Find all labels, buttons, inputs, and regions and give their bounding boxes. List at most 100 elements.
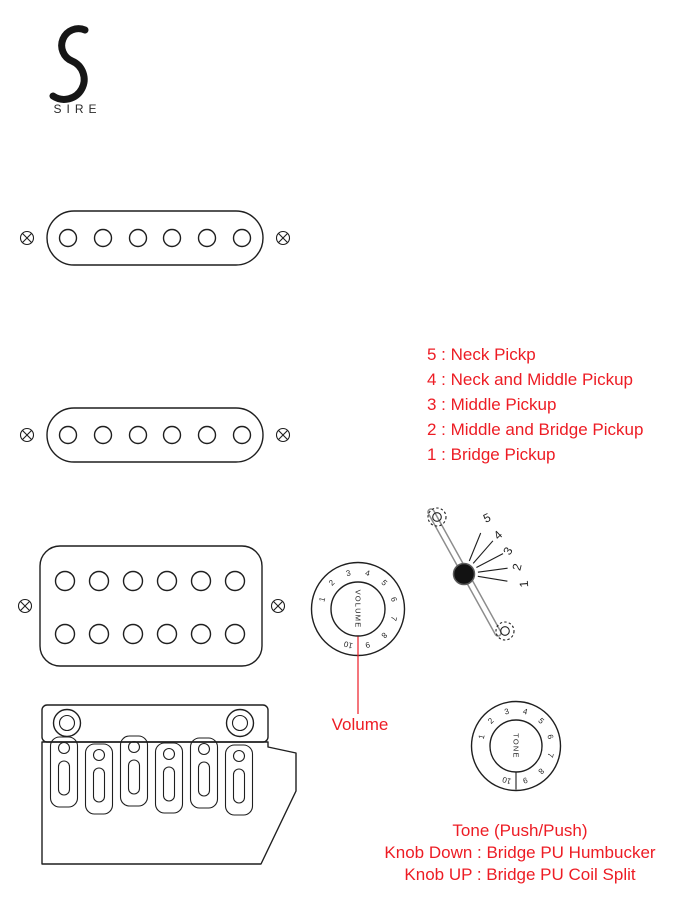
- volume-knob-cap: [330, 581, 386, 637]
- pole-piece: [232, 425, 252, 445]
- legend-line-4: 4 : Neck and Middle Pickup: [427, 370, 633, 389]
- tone-tick: 3: [503, 707, 510, 717]
- tone-dial-label: TONE: [512, 733, 521, 759]
- sire-logo: [49, 25, 89, 103]
- pole-piece: [88, 623, 110, 645]
- switch-position-ray: [477, 567, 508, 573]
- mounting-screw: [17, 598, 33, 614]
- bridge-mount-boss: [52, 708, 82, 738]
- selector-switch: 5 4 3 2 1: [427, 507, 532, 641]
- pole-piece: [156, 570, 178, 592]
- bridge-saddle: [154, 742, 184, 814]
- tone-caption-knob-down: Knob Down : Bridge PU Humbucker: [384, 843, 656, 862]
- volume-tick: 1: [317, 596, 327, 603]
- switch-position-ray: [468, 532, 482, 562]
- middle-pickup: [19, 407, 291, 463]
- legend-line-2: 2 : Middle and Bridge Pickup: [427, 420, 644, 439]
- switch-mount-screw: [427, 507, 447, 527]
- selector-legend: 5 : Neck Pickp 4 : Neck and Middle Picku…: [427, 342, 643, 467]
- pole-piece: [190, 623, 212, 645]
- pole-piece: [58, 228, 78, 248]
- mounting-screw: [275, 427, 291, 443]
- tone-tick: 4: [522, 707, 529, 717]
- switch-position-number: 2: [509, 562, 524, 572]
- switch-position-ray: [477, 575, 508, 582]
- pole-piece: [156, 623, 178, 645]
- tone-tick: 2: [486, 716, 496, 726]
- pickup-cover: [39, 545, 263, 667]
- bridge-saddle: [119, 735, 149, 807]
- pole-piece: [197, 228, 217, 248]
- tone-knob-skirt: [470, 700, 562, 792]
- switch-position-ray: [472, 540, 494, 564]
- volume-tick: 9: [364, 640, 371, 650]
- mounting-screw: [19, 427, 35, 443]
- pole-piece: [58, 425, 78, 445]
- volume-tick: 10: [342, 639, 353, 650]
- tone-tick: 8: [536, 766, 546, 776]
- pole-piece: [128, 425, 148, 445]
- switch-position-ray: [476, 553, 504, 568]
- pickup-cover: [46, 210, 264, 266]
- volume-tick: 7: [389, 615, 399, 622]
- mounting-screw: [270, 598, 286, 614]
- bridge-mount-boss: [225, 708, 255, 738]
- bridge-humbucker-pickup: [17, 545, 286, 667]
- pole-piece: [122, 570, 144, 592]
- pole-piece: [93, 228, 113, 248]
- tone-tick: 5: [536, 716, 546, 726]
- neck-pickup: [19, 210, 291, 266]
- switch-position-number: 3: [500, 544, 516, 557]
- pole-piece: [54, 623, 76, 645]
- bridge-base-plate: [41, 741, 297, 865]
- switch-position-number: 4: [491, 527, 506, 542]
- volume-tick: 3: [345, 568, 352, 578]
- bridge-saddle: [224, 744, 254, 816]
- bridge-saddle: [84, 743, 114, 815]
- volume-tick: 2: [327, 578, 337, 588]
- volume-caption: Volume: [331, 715, 389, 734]
- legend-line-3: 3 : Middle Pickup: [427, 395, 557, 414]
- tone-tick: 7: [545, 752, 555, 759]
- bridge-saddle: [189, 737, 219, 809]
- tremolo-bridge: [41, 704, 297, 865]
- switch-mount-screw: [495, 621, 515, 641]
- pole-piece: [93, 425, 113, 445]
- switch-position-number: 5: [481, 510, 493, 526]
- switch-position-number: 1: [517, 580, 532, 588]
- tone-tick: 9: [521, 775, 528, 785]
- mounting-screw: [275, 230, 291, 246]
- pole-piece: [162, 425, 182, 445]
- tone-tick: 6: [545, 733, 555, 740]
- sire-logo-s: [49, 25, 89, 103]
- pole-piece: [128, 228, 148, 248]
- pole-piece: [54, 570, 76, 592]
- pole-piece: [88, 570, 110, 592]
- volume-tick: 8: [379, 630, 389, 640]
- pole-piece: [197, 425, 217, 445]
- legend-line-5: 5 : Neck Pickp: [427, 345, 536, 364]
- volume-dial-label: VOLUME: [354, 590, 363, 629]
- volume-tick: 6: [389, 596, 399, 603]
- legend-line-1: 1 : Bridge Pickup: [427, 445, 556, 464]
- tone-caption-knob-up: Knob UP : Bridge PU Coil Split: [404, 865, 636, 884]
- tone-knob: 1 2 3 4 5 6 7 8 9 10 TONE: [470, 700, 562, 792]
- pole-piece: [190, 570, 212, 592]
- volume-tick: 5: [379, 578, 389, 588]
- volume-tick: 4: [364, 568, 371, 578]
- switch-pivot-knob: [452, 562, 476, 586]
- brand-wordmark: SIRE: [53, 102, 102, 116]
- pole-piece: [122, 623, 144, 645]
- pickup-cover: [46, 407, 264, 463]
- tone-caption: Tone (Push/Push) Knob Down : Bridge PU H…: [383, 820, 657, 886]
- pole-piece: [162, 228, 182, 248]
- volume-knob: 1 2 3 4 5 6 7 8 9 10 VOLUME: [310, 561, 406, 714]
- pole-piece: [224, 623, 246, 645]
- mounting-screw: [19, 230, 35, 246]
- tone-tick: 10: [501, 775, 512, 786]
- pole-piece: [224, 570, 246, 592]
- pole-piece: [232, 228, 252, 248]
- tone-caption-title: Tone (Push/Push): [452, 821, 588, 840]
